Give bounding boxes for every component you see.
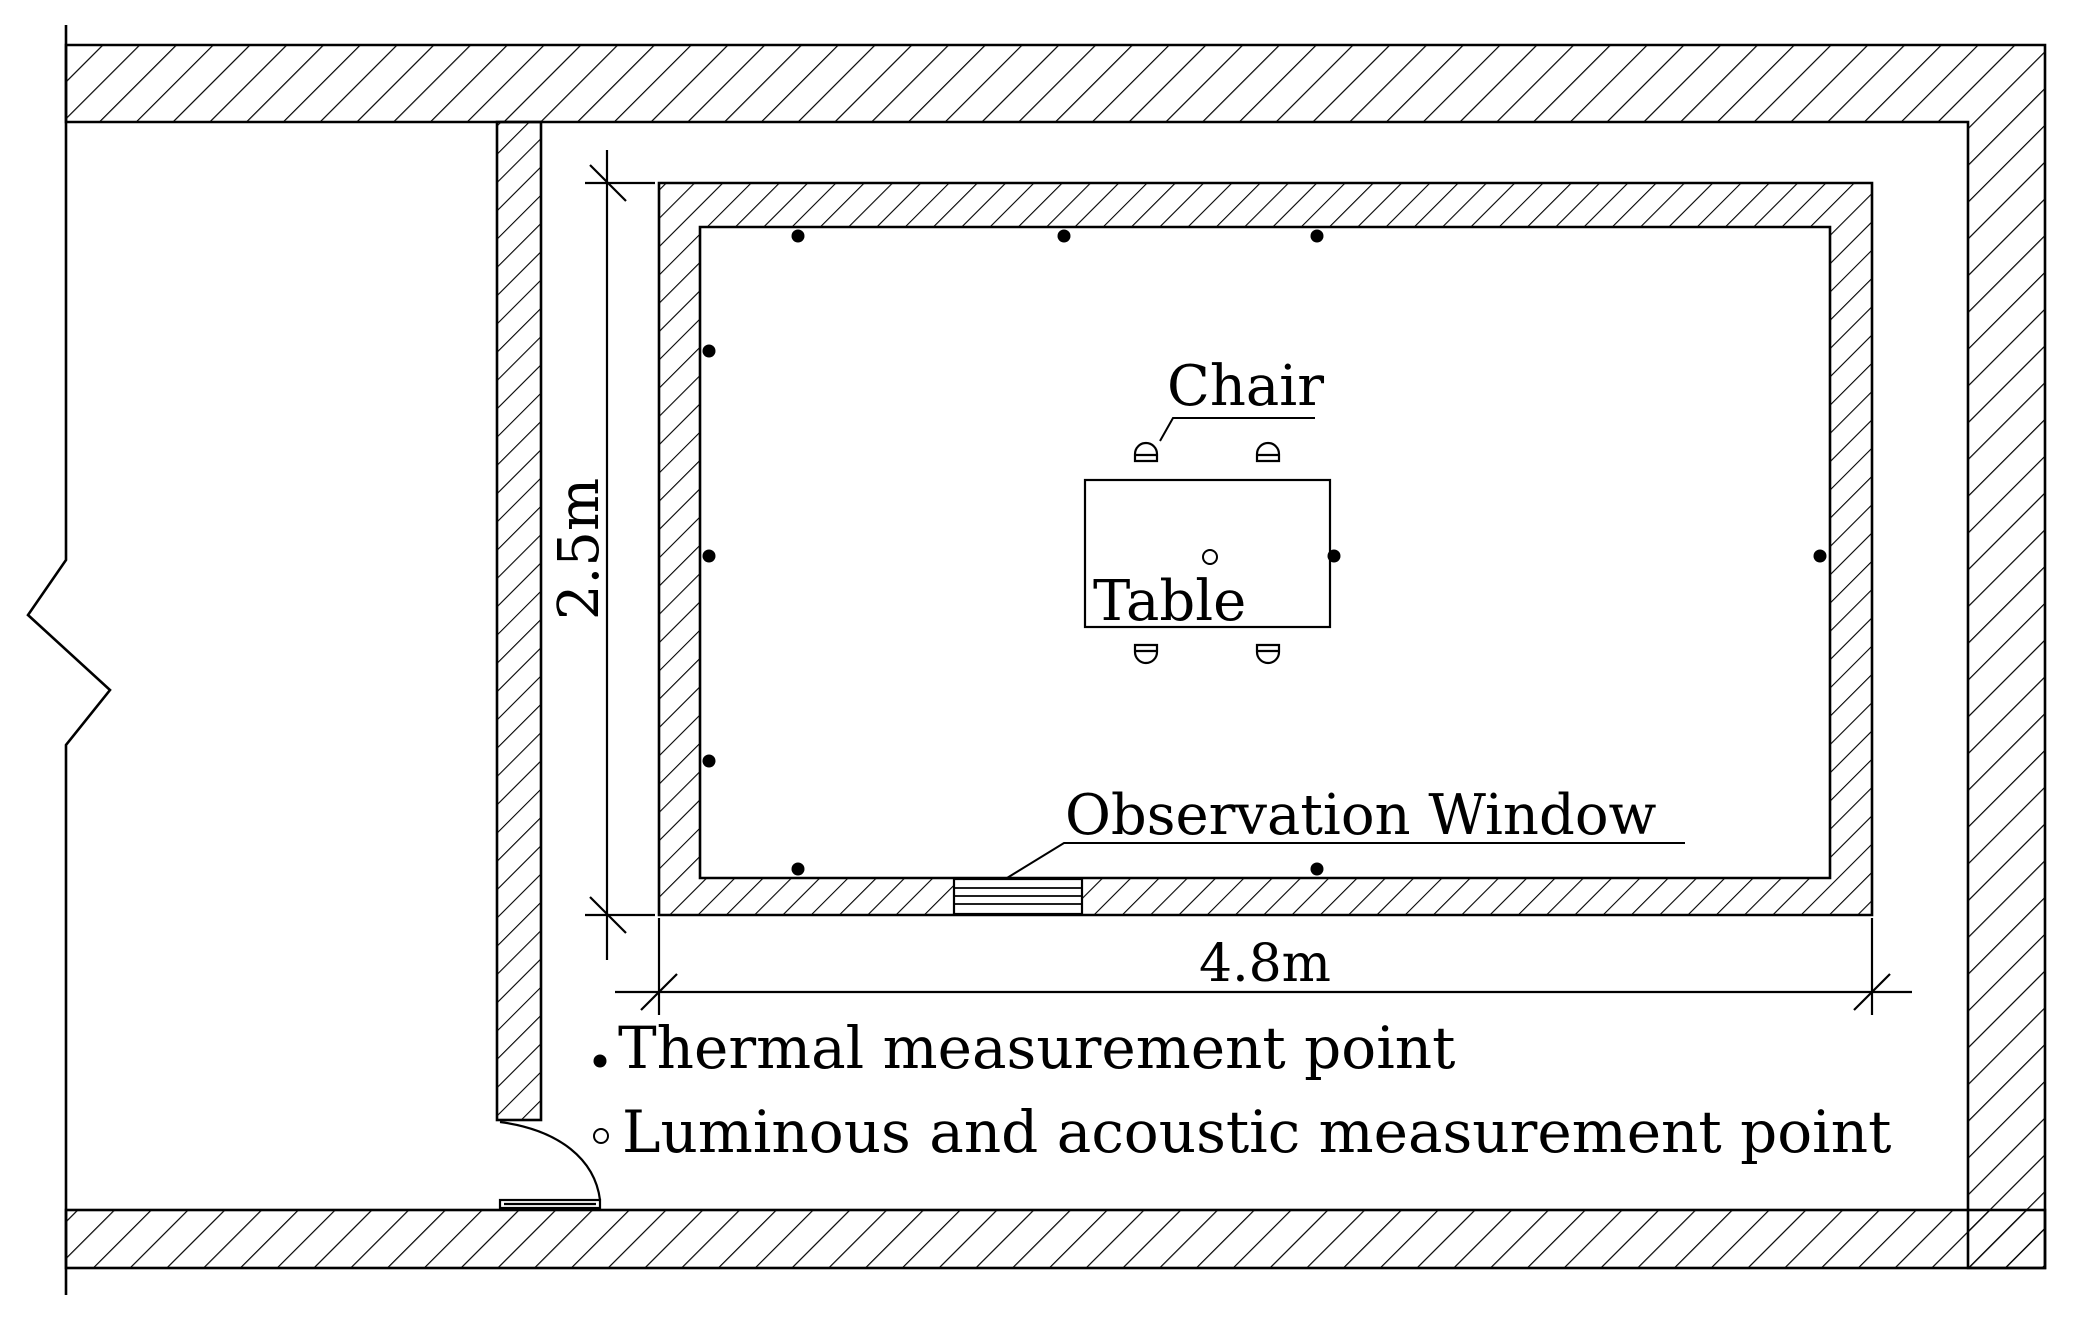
outer-walls xyxy=(64,43,2047,1270)
thermal-point-left-2 xyxy=(702,549,716,563)
height-label: 2.5m xyxy=(547,478,612,620)
chair-top-left xyxy=(1133,441,1159,463)
chair-bottom-left xyxy=(1133,643,1159,665)
outer-wall-bottom xyxy=(64,1208,2047,1270)
chair-top-right xyxy=(1255,441,1281,463)
outer-wall-top-right xyxy=(64,43,2047,1270)
height-dimension xyxy=(585,150,655,960)
thermal-point-left-3 xyxy=(702,754,716,768)
door xyxy=(498,1120,602,1210)
chamber-walls xyxy=(657,181,1874,917)
partition-wall xyxy=(495,120,543,1122)
legend-thermal-symbol xyxy=(593,1054,607,1068)
chairs xyxy=(1133,441,1281,665)
legend: Thermal measurement point Luminous and a… xyxy=(593,1014,1891,1166)
thermal-points xyxy=(702,229,1827,876)
thermal-point-top-2 xyxy=(1057,229,1071,243)
legend-thermal-text: Thermal measurement point xyxy=(618,1014,1455,1082)
window-label: Observation Window xyxy=(1065,783,1657,848)
window-leader xyxy=(1006,842,1685,879)
thermal-point-top-1 xyxy=(791,229,805,243)
width-dimension xyxy=(615,918,1912,1015)
observation-window xyxy=(952,877,1084,916)
chair-leader xyxy=(1159,417,1315,442)
chair-bottom-right xyxy=(1255,643,1281,665)
thermal-point-top-3 xyxy=(1310,229,1324,243)
luminous-acoustic-point xyxy=(1202,549,1218,565)
thermal-point-right xyxy=(1813,549,1827,563)
legend-luminous-text: Luminous and acoustic measurement point xyxy=(622,1098,1891,1166)
thermal-point-bottom-2 xyxy=(1310,862,1324,876)
legend-luminous-symbol xyxy=(593,1128,609,1144)
thermal-point-bottom-1 xyxy=(791,862,805,876)
table-label: Table xyxy=(1093,569,1246,634)
chair-label: Chair xyxy=(1167,354,1324,419)
width-label: 4.8m xyxy=(1199,934,1331,994)
thermal-point-table xyxy=(1327,549,1341,563)
left-break-line xyxy=(26,25,112,1295)
thermal-point-left-1 xyxy=(702,344,716,358)
